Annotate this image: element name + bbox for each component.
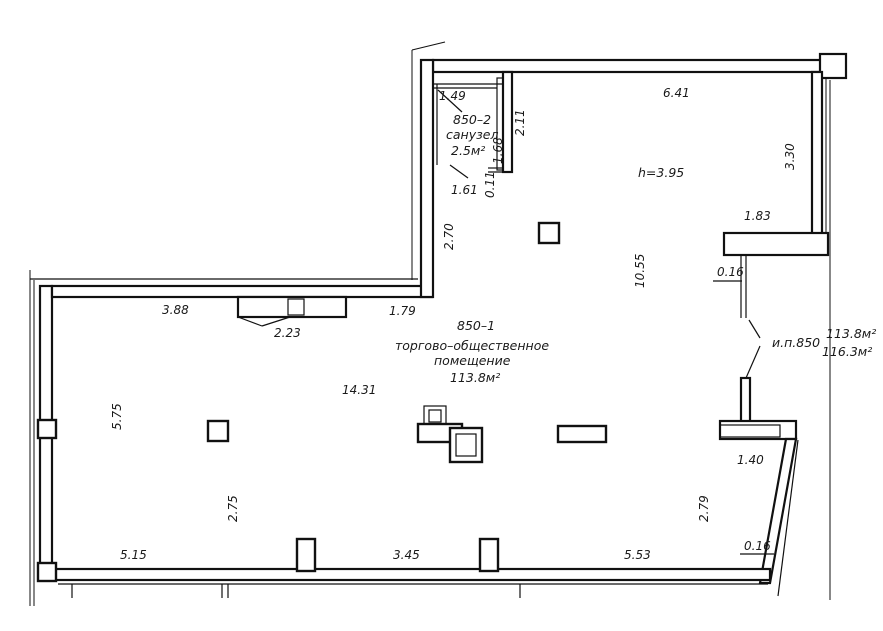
dim-wc-1-61: 1.61	[451, 183, 478, 197]
column-center-top	[537, 221, 561, 245]
wall-right-lower-pier	[718, 419, 798, 441]
wc-wall-inner	[496, 77, 504, 171]
unit-label: и.п.850	[772, 335, 820, 350]
dim-left-2-75: 2.75	[226, 495, 240, 522]
column-center-b-inner	[455, 433, 477, 457]
bottom-ticks	[71, 584, 521, 598]
wall-top-right-column	[818, 52, 848, 80]
door-mid-left-frame	[287, 298, 305, 316]
dim-left-2-23: 2.23	[274, 326, 301, 340]
wall-right-hatch	[825, 78, 831, 600]
column-left	[206, 419, 230, 443]
column-center-b	[448, 426, 484, 464]
wall-mid-left	[50, 284, 434, 299]
door-swing-right-2	[745, 345, 761, 379]
total-area-1: 113.8м²	[826, 326, 876, 341]
wall-right-slanted	[758, 437, 798, 585]
dim-bottom-3-45: 3.45	[393, 548, 420, 562]
dim-bottom-5-53: 5.53	[624, 548, 651, 562]
dim-wc-1-68: 1.68	[491, 137, 505, 164]
wc-room-name: санузел	[446, 127, 498, 142]
door-mid-left-swing	[237, 316, 263, 327]
column-center-a-inner	[428, 409, 442, 423]
wall-top-hatch-left	[411, 41, 446, 51]
dim-right-1-83: 1.83	[744, 209, 771, 223]
wc-fixture-line	[437, 89, 463, 113]
dim-left-5-75: 5.75	[110, 403, 124, 430]
dim-wc-0-11: 0.11	[483, 171, 497, 198]
door-mid-left	[236, 295, 348, 319]
wall-right-slanted-outline	[777, 439, 799, 597]
main-room-number: 850–1	[457, 318, 495, 333]
wall-right-pier	[722, 231, 830, 257]
room-height: h=3.95	[638, 165, 684, 180]
dim-right-3-30: 3.30	[783, 143, 797, 170]
door-swing-right	[748, 319, 761, 339]
dim-right-0-16b: 0.16	[744, 539, 771, 553]
dim-left-2-70: 2.70	[442, 223, 456, 250]
dim-center-10-55: 10.55	[633, 254, 647, 288]
column-left-lower	[36, 561, 58, 583]
column-center-a-outline	[423, 405, 447, 425]
wall-right-upper	[810, 70, 824, 236]
wc-room-area: 2.5м²	[451, 143, 485, 158]
total-area-2: 116.3м²	[822, 344, 872, 359]
wall-mid-vertical	[419, 58, 435, 299]
dim-middle-14-31: 14.31	[342, 383, 376, 397]
wc-door-swing	[449, 164, 469, 179]
wall-bottom	[38, 567, 772, 582]
wall-top	[431, 58, 825, 74]
column-left-upper	[36, 418, 58, 440]
dim-top-6-41: 6.41	[663, 86, 690, 100]
dim-left-3-88: 3.88	[162, 303, 189, 317]
door-mid-left-swing-2	[261, 316, 291, 327]
column-bottom-2	[478, 537, 500, 573]
wc-room-number: 850–2	[453, 112, 491, 127]
pier-inner	[719, 424, 781, 438]
dim-right-0-16: 0.16	[717, 265, 744, 279]
dim-right-2-79: 2.79	[697, 495, 711, 522]
main-room-name-line1: торгово–общественное	[395, 338, 549, 353]
main-room-area: 113.8м²	[450, 370, 500, 385]
column-bottom-1	[295, 537, 317, 573]
column-center-right	[556, 424, 608, 444]
dim-right-1-40: 1.40	[737, 453, 764, 467]
dim-wc-2-11: 2.11	[513, 109, 527, 136]
main-room-name-line2: помещение	[434, 353, 511, 368]
dim-left-1-79: 1.79	[389, 304, 416, 318]
dim-bottom-5-15: 5.15	[120, 548, 147, 562]
wall-right-middle	[739, 376, 752, 424]
dim-wc-1-49: 1.49	[439, 89, 466, 103]
